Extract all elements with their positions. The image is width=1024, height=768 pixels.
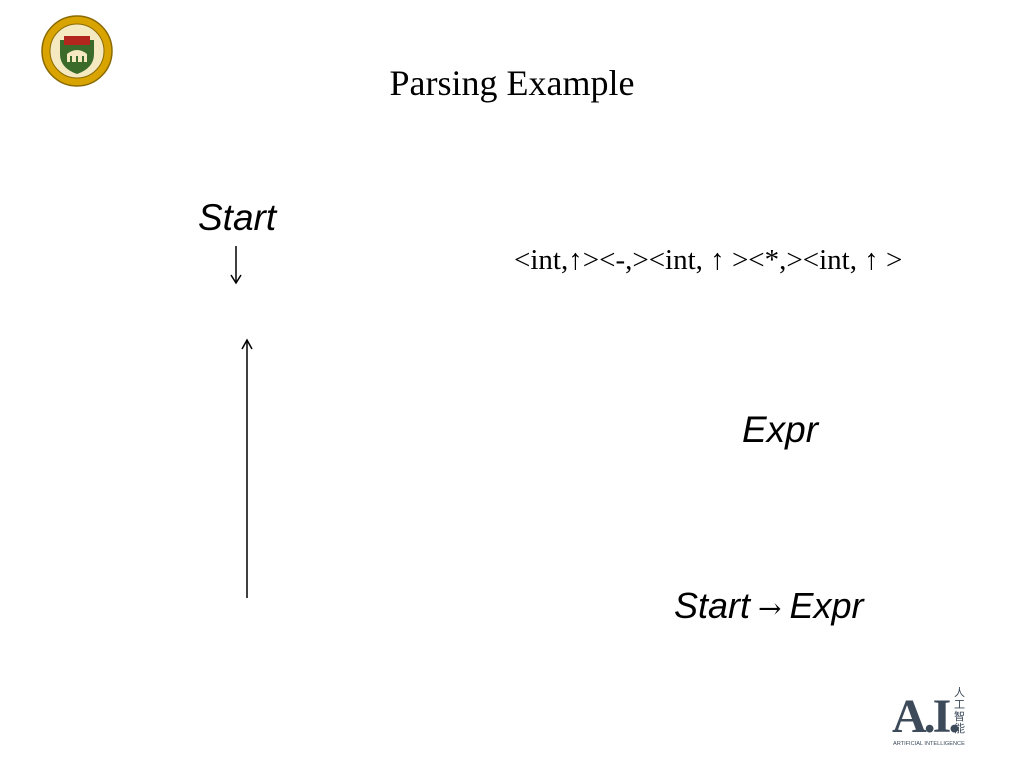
- svg-text:A.I.: A.I.: [892, 690, 958, 743]
- slide-title: Parsing Example: [389, 63, 635, 103]
- rule-rhs: Expr: [789, 585, 864, 626]
- expr-symbol-label: Expr: [742, 409, 819, 450]
- token-stream: <int,↑><-,><int, ↑ ><*,><int, ↑ >: [514, 240, 902, 280]
- rule-arrow: →: [758, 592, 782, 625]
- up-arrow-icon: [241, 338, 253, 598]
- start-symbol-label: Start: [198, 197, 277, 238]
- token-part: >: [885, 244, 903, 276]
- svg-text:智: 智: [954, 709, 965, 723]
- token-part: <int,: [514, 244, 569, 276]
- production-rule: Start→Expr: [674, 584, 864, 631]
- svg-text:能: 能: [954, 721, 965, 735]
- rule-lhs: Start: [674, 585, 751, 626]
- down-arrow-icon: [230, 246, 242, 285]
- svg-text:ARTIFICIAL INTELLIGENCE: ARTIFICIAL INTELLIGENCE: [893, 741, 965, 747]
- svg-text:人: 人: [954, 686, 965, 699]
- token-pointer: ↑: [568, 244, 583, 276]
- token-part: ><-,><int,: [582, 244, 703, 276]
- token-part: ><*,><int,: [731, 244, 857, 276]
- token-pointer: ↑: [702, 244, 732, 276]
- university-seal-icon: [41, 15, 113, 87]
- svg-text:工: 工: [954, 698, 965, 711]
- token-pointer: ↑: [856, 244, 886, 276]
- ai-logo-icon: A.I. 人 工 智 能 ARTIFICIAL INTELLIGENCE: [892, 686, 965, 747]
